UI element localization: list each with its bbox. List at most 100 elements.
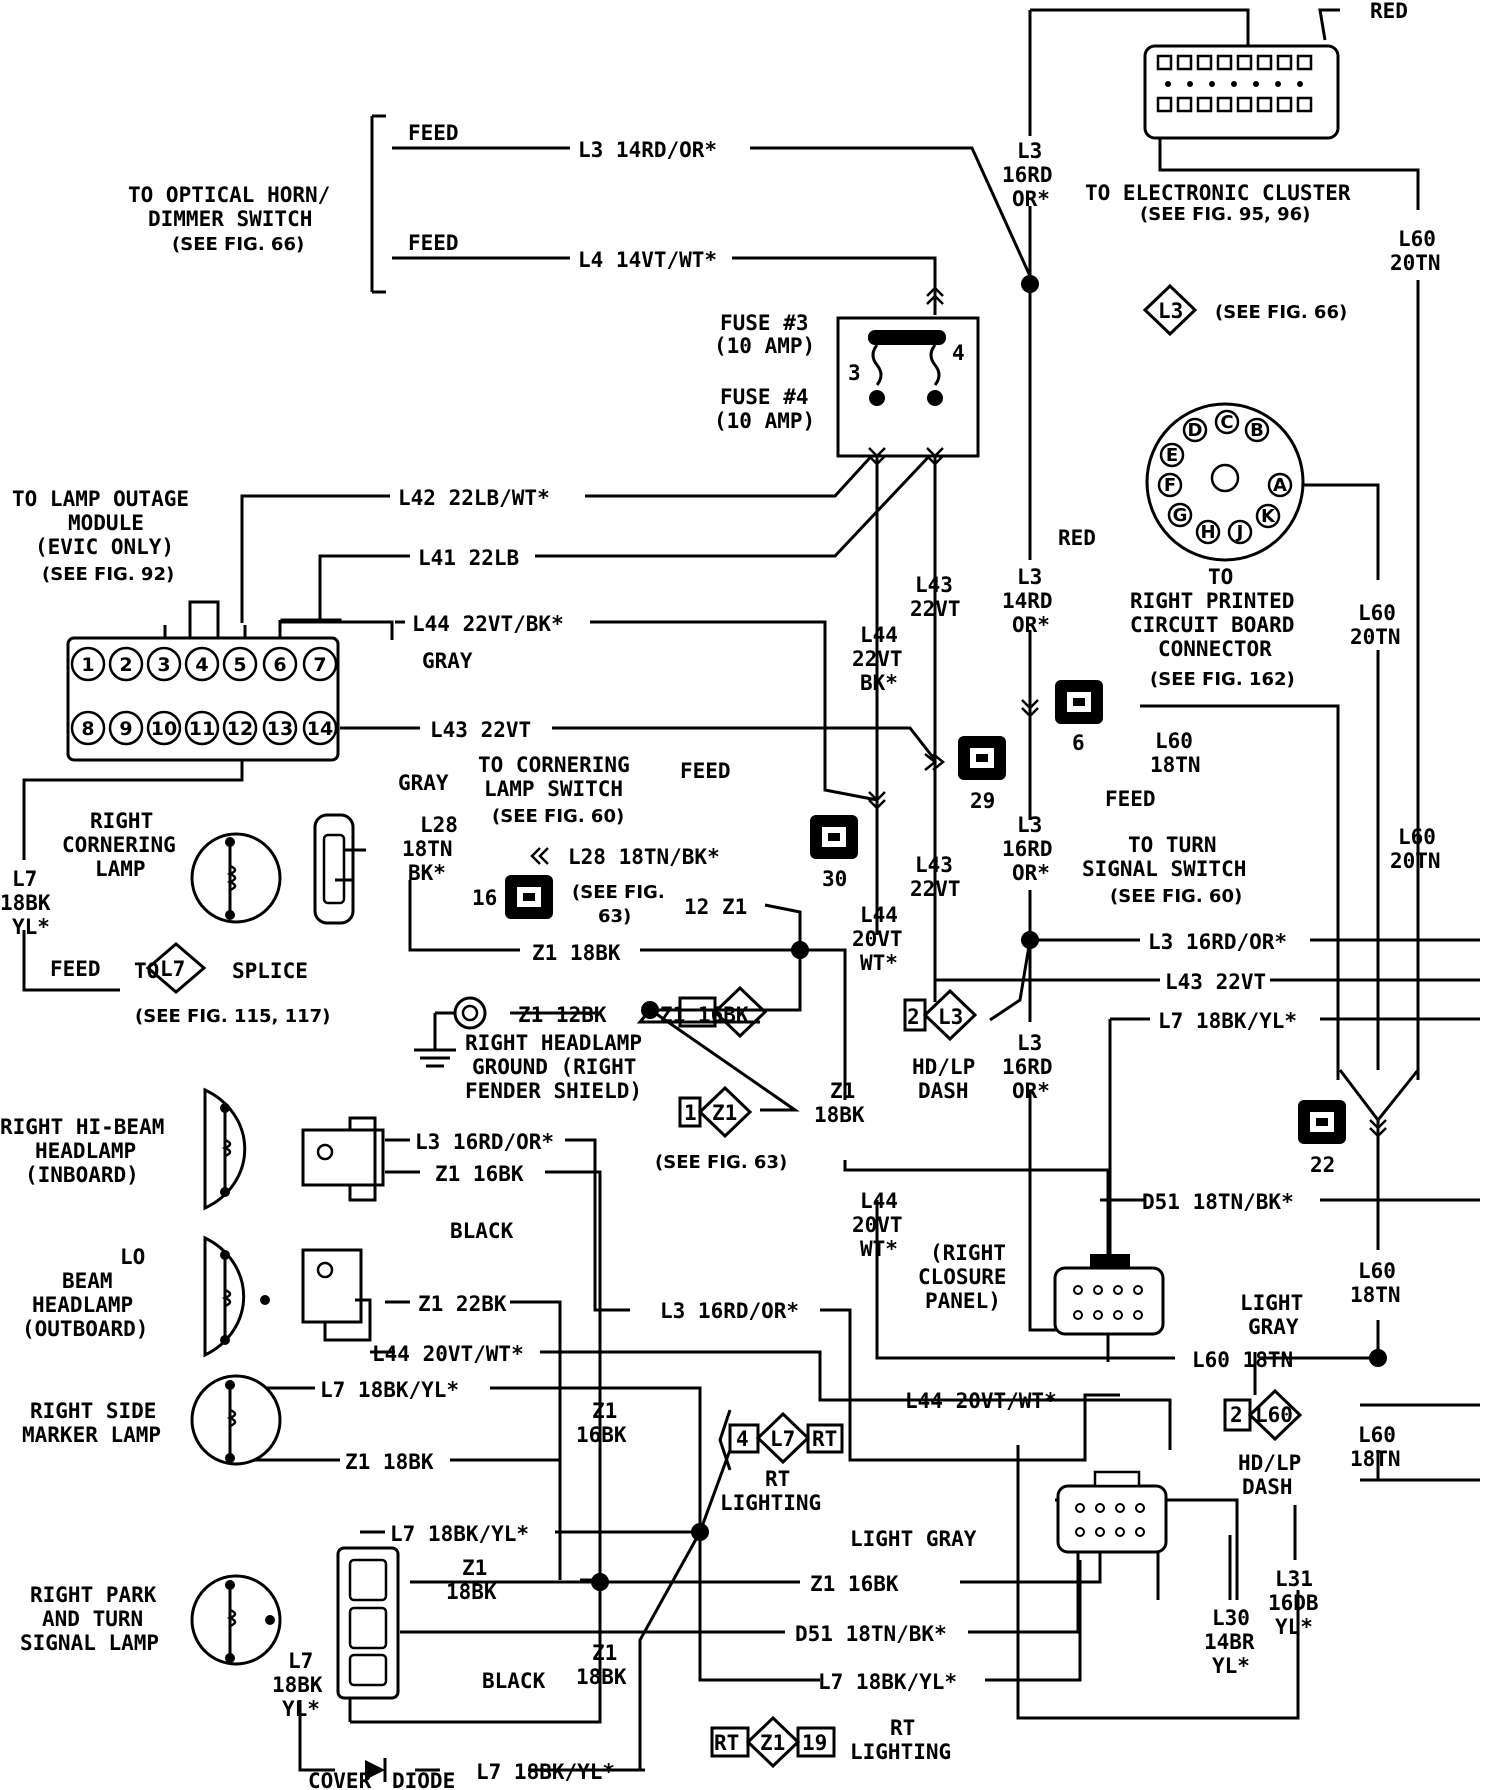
- l60-ref: L60: [1255, 1403, 1293, 1427]
- red-label-pcb: RED: [1058, 526, 1096, 550]
- wire-l60-18tn: L60 18TN: [1192, 1348, 1293, 1372]
- l3-stack-3: OR*: [1012, 187, 1050, 211]
- wire-z1-18bk: Z1 18BK: [532, 941, 621, 965]
- red-label: RED: [1370, 0, 1408, 23]
- z1-ref-pin12: 12: [684, 895, 709, 919]
- l3-ref-66: L3: [1158, 299, 1183, 323]
- z1-pin19: 19: [802, 1731, 827, 1755]
- lom-pin-2: 2: [119, 654, 132, 676]
- l7-stack-low-a: L7: [288, 1649, 313, 1673]
- fuse-block: 3 4: [836, 316, 980, 458]
- right-cornering-1: RIGHT: [90, 809, 153, 833]
- pcb-pin-g: G: [1173, 505, 1188, 526]
- text-labels: FEED FEED TO OPTICAL HORN/ DIMMER SWITCH…: [0, 0, 1441, 1790]
- l30-stack-a: L30: [1212, 1606, 1250, 1630]
- rt-lighting-b2: LIGHTING: [850, 1740, 951, 1764]
- wire-l28: L28 18TN/BK*: [568, 845, 720, 869]
- l7-stack-low-c: YL*: [282, 1697, 320, 1721]
- pcb-round-connector: A B C D E F G H J K: [1145, 402, 1305, 562]
- z1-18bk-park-a: Z1: [462, 1556, 487, 1580]
- light-gray-single: LIGHT GRAY: [850, 1527, 977, 1551]
- pcb-pin-h: H: [1200, 522, 1215, 543]
- pcb-pin-c: C: [1220, 412, 1233, 433]
- l7-stack-a: L7: [12, 867, 37, 891]
- inline-connectors: [505, 286, 1387, 1144]
- z1-18bk-stack-a: Z1: [830, 1079, 855, 1103]
- l44-20vt-low-b: 20VT: [852, 1213, 903, 1237]
- fig66b-ref: (SEE FIG. 66): [1215, 302, 1347, 323]
- l60-20tn-3a: L60: [1398, 825, 1436, 849]
- pcb-pin-j: J: [1235, 522, 1244, 543]
- lo-beam-headlamp-icon: [203, 1235, 270, 1358]
- wire-l3-14rdor: L3 14RD/OR*: [578, 138, 717, 162]
- l43-stack-1b: 22VT: [910, 597, 961, 621]
- wiring: [22, 8, 1480, 1772]
- wire-l7-park: L7 18BK/YL*: [390, 1522, 529, 1546]
- right-cornering-2: CORNERING: [62, 833, 176, 857]
- cornering-lamp-connector: [313, 813, 366, 925]
- z1-18bk-park-b: 18BK: [446, 1580, 497, 1604]
- pcb-pin-a: A: [1273, 475, 1287, 496]
- wire-l3-16rdor-c: L3 16RD/OR*: [660, 1299, 799, 1323]
- l28-stack-b: 18TN: [402, 837, 453, 861]
- l3-16rd-mid-c: OR*: [1012, 861, 1050, 885]
- l44-20vt-low-c: WT*: [860, 1237, 898, 1261]
- l7-ref-pin4: 4: [736, 1427, 749, 1451]
- l60-18tn-a: L60: [1155, 729, 1193, 753]
- electronic-cluster-connector: [1143, 44, 1340, 140]
- l7-stack-low-b: 18BK: [272, 1673, 323, 1697]
- l44-stack-c: BK*: [860, 671, 898, 695]
- feed-label-1: FEED: [408, 121, 459, 145]
- wire-z1-18bk-side: Z1 18BK: [345, 1450, 434, 1474]
- l28-stack-c: BK*: [408, 861, 446, 885]
- fuse3-line2: (10 AMP): [714, 334, 815, 358]
- right-cornering-3: LAMP: [95, 857, 146, 881]
- fig66-ref: (SEE FIG. 66): [172, 234, 304, 255]
- wire-l7-park-low: L7 18BK/YL*: [818, 1670, 957, 1694]
- lom-pin-6: 6: [273, 654, 286, 676]
- l7-ref-lighting: L7: [770, 1427, 795, 1451]
- park-turn-connector: [336, 1546, 400, 1700]
- black-label-b: BLACK: [482, 1669, 546, 1693]
- l44-20vt-b: 20VT: [852, 927, 903, 951]
- feed-label-4: FEED: [680, 759, 731, 783]
- conn-16-label: 16: [472, 886, 497, 910]
- l3-ref2-pin: 2: [907, 1005, 920, 1029]
- pcb-pin-f: F: [1164, 475, 1176, 496]
- wire-z1-12bk: Z1 12BK: [518, 1003, 607, 1027]
- conn-22-label: 22: [1310, 1153, 1335, 1177]
- fig115-ref: (SEE FIG. 115, 117): [135, 1006, 330, 1027]
- wire-l43-22vt-right: L43 22VT: [1165, 970, 1266, 994]
- wire-l7-diode: L7 18BK/YL*: [476, 1760, 615, 1784]
- z1-ref1-pin: 1: [684, 1101, 697, 1125]
- rt-lighting-b1: RT: [890, 1716, 915, 1740]
- wire-l42: L42 22LB/WT*: [398, 486, 550, 510]
- lo-beam-2: BEAM: [62, 1269, 113, 1293]
- wire-l44-20vtwt-b: L44 20VT/WT*: [905, 1389, 1057, 1413]
- connector-29-icon: [958, 736, 1006, 780]
- lo-beam-4: (OUTBOARD): [22, 1317, 148, 1341]
- fig92-ref: (SEE FIG. 92): [42, 564, 174, 585]
- pcb-pin-e: E: [1166, 445, 1178, 466]
- wire-l3-16rdor-b: L3 16RD/OR*: [415, 1130, 554, 1154]
- park-turn-3: SIGNAL LAMP: [20, 1631, 159, 1655]
- l44-stack-b: 22VT: [852, 647, 903, 671]
- turn-dest-1: TO TURN: [1128, 833, 1217, 857]
- cover-label: COVER: [308, 1769, 372, 1790]
- ground-icon: [453, 996, 487, 1030]
- ground-2: GROUND (RIGHT: [472, 1055, 636, 1079]
- light-gray-connector: [1056, 1470, 1168, 1554]
- l3-16rd-mid-b: 16RD: [1002, 837, 1053, 861]
- wire-l43-22vt: L43 22VT: [430, 718, 531, 742]
- light-gray-2: GRAY: [1248, 1315, 1299, 1339]
- l43-stack-2a: L43: [915, 853, 953, 877]
- connector-22-icon: [1298, 1100, 1346, 1144]
- ground-1: RIGHT HEADLAMP: [465, 1031, 642, 1055]
- lom-pin-1: 1: [81, 654, 94, 676]
- lom-dest-3: (EVIC ONLY): [35, 535, 174, 559]
- black-label: BLACK: [450, 1219, 514, 1243]
- lom-dest-2: MODULE: [68, 511, 144, 535]
- lo-beam-3: HEADLAMP: [32, 1293, 133, 1317]
- z1-18bk-low-b: 18BK: [576, 1665, 627, 1689]
- lom-dest-1: TO LAMP OUTAGE: [12, 487, 189, 511]
